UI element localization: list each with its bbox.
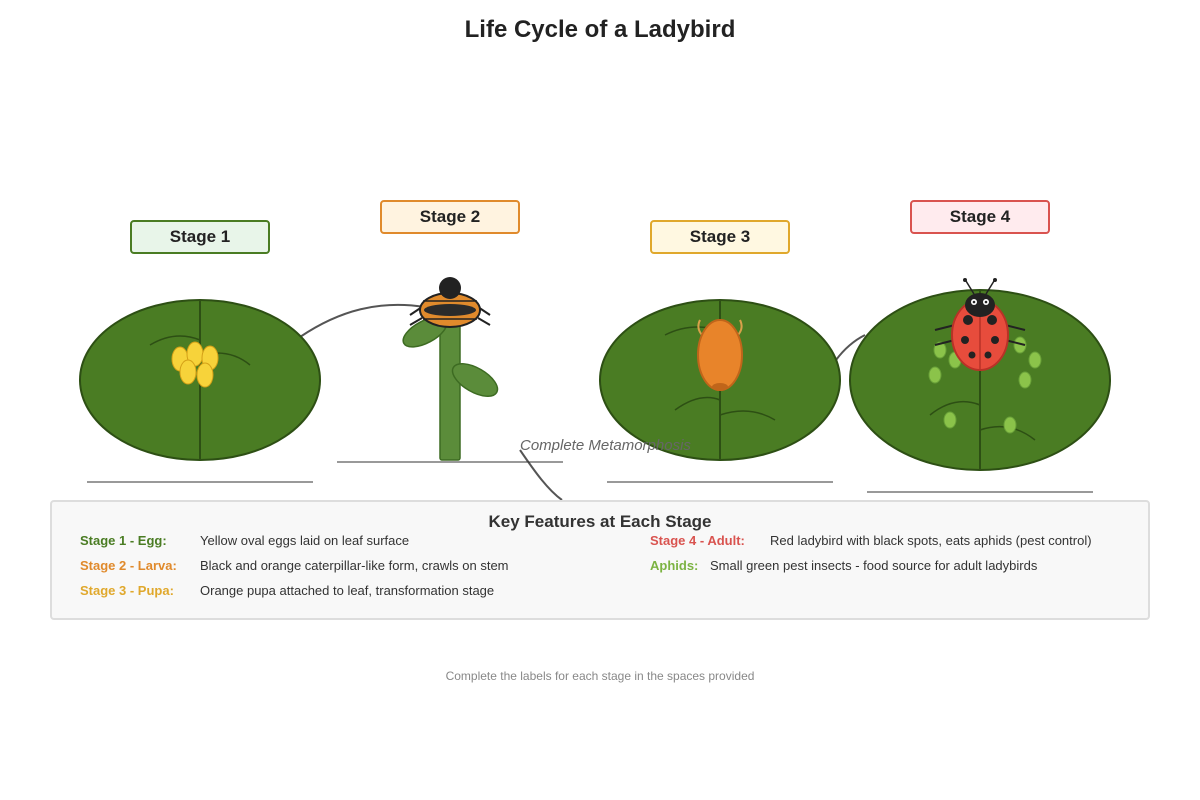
feature-label-pupa: Stage 3 - Pupa: xyxy=(80,583,174,598)
stage1-label: Stage 1 xyxy=(130,220,270,254)
metamorphosis-label: Complete Metamorphosis xyxy=(520,437,691,454)
feature-text-aphids: Small green pest insects - food source f… xyxy=(710,558,1038,573)
stage2-stem xyxy=(402,316,499,461)
arrow-cycle-return xyxy=(519,449,563,501)
stage3-label: Stage 3 xyxy=(650,220,790,254)
aphids xyxy=(928,336,1042,434)
stage4-label: Stage 4 xyxy=(910,200,1050,234)
diagram-title: Life Cycle of a Ladybird xyxy=(464,16,736,43)
key-features-title: Key Features at Each Stage xyxy=(488,512,712,531)
pupa xyxy=(697,319,743,391)
feature-text-adult: Red ladybird with black spots, eats aphi… xyxy=(770,533,1092,548)
footer-instruction: Complete the labels for each stage in th… xyxy=(445,669,755,683)
key-features-panel: Key Features at Each Stage Stage 1 - Egg… xyxy=(50,500,1150,620)
egg-cluster xyxy=(171,341,219,388)
adult-ladybird xyxy=(934,278,1026,371)
stage4-leaf xyxy=(849,289,1111,471)
feature-label-egg: Stage 1 - Egg: xyxy=(80,533,167,548)
feature-label-adult: Stage 4 - Adult: xyxy=(650,533,745,548)
arrow-stage3-to-stage4 xyxy=(835,334,866,361)
feature-text-egg: Yellow oval eggs laid on leaf surface xyxy=(200,533,410,548)
stage2-label: Stage 2 xyxy=(380,200,520,234)
feature-label-aphids: Aphids: xyxy=(650,558,699,573)
feature-text-larva: Black and orange caterpillar-like form, … xyxy=(200,558,509,573)
larva xyxy=(409,277,491,328)
feature-label-larva: Stage 2 - Larva: xyxy=(80,558,177,573)
arrow-stage1-to-stage2 xyxy=(299,303,426,338)
feature-text-pupa: Orange pupa attached to leaf, transforma… xyxy=(200,583,495,598)
